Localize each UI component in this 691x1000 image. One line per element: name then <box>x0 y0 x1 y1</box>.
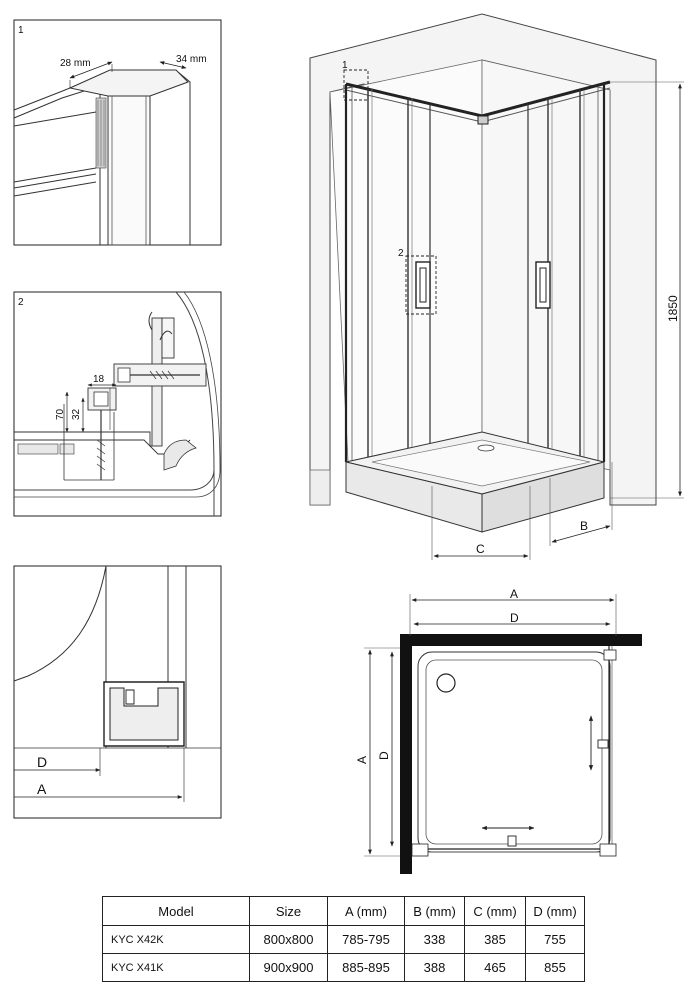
drain-icon <box>477 444 495 452</box>
detail-1-dim-width: 28 mm <box>60 58 91 69</box>
callout-2-box <box>405 255 437 315</box>
detail-3-label-d: D <box>37 754 47 770</box>
cell-c: 465 <box>464 953 526 982</box>
cell-a: 885-895 <box>327 953 405 982</box>
side-handle-icon <box>597 739 609 749</box>
table-row: KYC X41K 900x900 885-895 388 465 855 <box>102 953 585 982</box>
table-row: KYC X42K 800x800 785-795 338 385 755 <box>102 925 585 954</box>
header-size: Size <box>249 896 328 926</box>
model-spec-table: Model Size A (mm) B (mm) C (mm) D (mm) K… <box>102 896 585 982</box>
header-b: B (mm) <box>404 896 465 926</box>
table-header-row: Model Size A (mm) B (mm) C (mm) D (mm) <box>102 896 585 926</box>
header-d: D (mm) <box>525 896 585 926</box>
back-wall <box>400 634 642 646</box>
cell-size: 900x900 <box>249 953 328 982</box>
cell-b: 388 <box>404 953 465 982</box>
cell-model: KYC X42K <box>102 925 250 954</box>
cell-model: KYC X41K <box>102 953 250 982</box>
detail-1-panel: 1 28 mm 34 mm <box>13 19 222 246</box>
callout-1-box <box>343 69 369 101</box>
detail-1-dim-depth: 34 mm <box>176 54 207 65</box>
dimension-c-label: C <box>476 542 485 556</box>
detail-3-label-a: A <box>37 781 47 797</box>
cell-size: 800x800 <box>249 925 328 954</box>
detail-2-panel: 2 18 70 <box>13 291 222 517</box>
detail-2-dim-18: 18 <box>93 374 105 385</box>
cell-b: 338 <box>404 925 465 954</box>
header-a: A (mm) <box>327 896 405 926</box>
shower-enclosure-perspective: 1 2 1850 C B <box>309 13 684 560</box>
cell-d: 755 <box>525 925 585 954</box>
plan-dimension-a-side: A <box>355 756 369 764</box>
detail-2-dim-70: 70 <box>55 408 66 420</box>
plan-dimension-d-top: D <box>510 611 519 625</box>
plan-dimension-d-side: D <box>377 751 391 760</box>
side-wall <box>400 634 412 874</box>
height-dimension: 1850 <box>666 295 680 322</box>
cell-c: 385 <box>464 925 526 954</box>
cell-a: 785-795 <box>327 925 405 954</box>
front-handle-icon <box>507 835 517 847</box>
cell-d: 855 <box>525 953 585 982</box>
detail-2-number: 2 <box>18 297 24 308</box>
drain-plan-icon <box>436 673 456 693</box>
header-c: C (mm) <box>464 896 526 926</box>
dimension-b-label: B <box>580 519 588 533</box>
detail-1-number: 1 <box>18 25 24 36</box>
callout-1-number: 1 <box>342 60 348 71</box>
detail-2-dim-32: 32 <box>71 408 82 420</box>
right-door-handle-icon <box>535 261 551 309</box>
shower-plan-view: A D A D <box>355 587 642 874</box>
detail-3-panel: D A <box>13 565 222 819</box>
plan-dimension-a-top: A <box>510 587 518 601</box>
callout-2-number: 2 <box>398 248 404 259</box>
header-model: Model <box>102 896 250 926</box>
left-door-handle-icon <box>415 261 431 309</box>
